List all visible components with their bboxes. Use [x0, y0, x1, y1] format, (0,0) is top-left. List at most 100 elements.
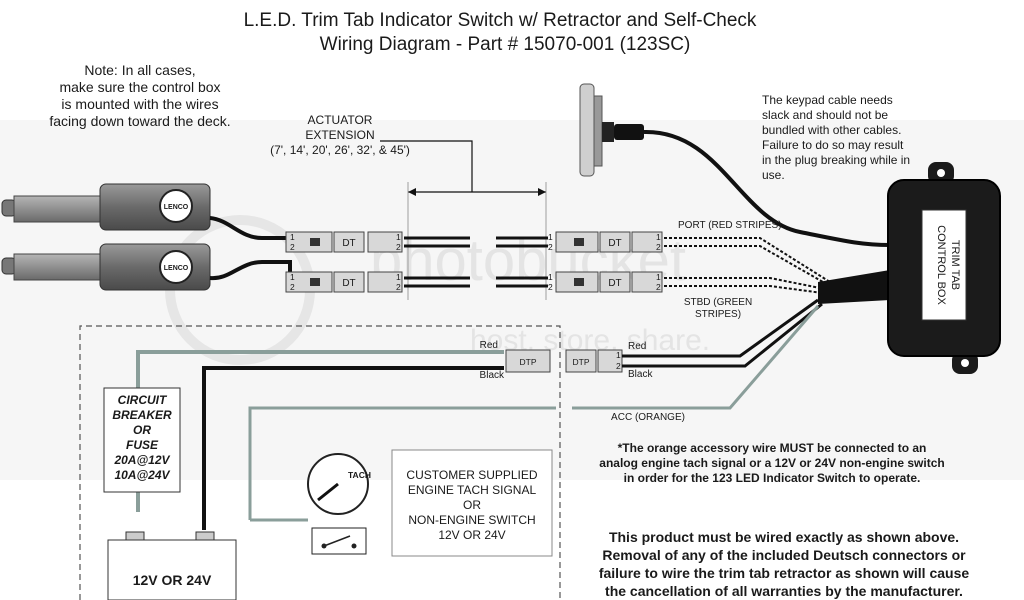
pin-2-label: 2	[656, 242, 661, 252]
actuator-extension-label: ACTUATOR EXTENSION (7', 14', 20', 26', 3…	[270, 113, 547, 300]
keypad-note-line-3: bundled with other cables.	[762, 123, 901, 137]
warranty-note: This product must be wired exactly as sh…	[599, 529, 970, 599]
customer-supplied-line-1: CUSTOMER SUPPLIED	[406, 468, 537, 482]
dt-connector-body	[333, 231, 365, 253]
dt-connector-receptacle	[367, 271, 403, 293]
pin-1-label: 1	[656, 232, 661, 242]
dt-connector-body	[333, 271, 365, 293]
pin-1-label: 1	[290, 232, 295, 242]
dtp-connector-plug	[505, 349, 551, 373]
dtp-label: DTP	[573, 357, 590, 367]
lenco-logo-text: LENCO	[164, 204, 189, 211]
mounting-note: Note: In all cases, make sure the contro…	[49, 62, 230, 129]
control-box-label-line-2: CONTROL BOX	[935, 225, 947, 305]
stbd-striped-wire	[664, 277, 831, 291]
stbd-label-line-1: STBD (GREEN	[684, 297, 752, 308]
pin-2-label: 2	[396, 242, 401, 252]
black-wire-label: Black	[628, 369, 653, 380]
dtp-connector-receptacle	[597, 349, 623, 373]
actuator-rod	[13, 195, 115, 223]
dt-label: DT	[608, 238, 621, 249]
control-box-label-plate	[921, 209, 967, 321]
acc-wire-box-side	[572, 305, 820, 410]
keypad-mount-plate	[579, 83, 595, 177]
dt-connector-plug	[285, 271, 333, 293]
extension-label-line-2: EXTENSION	[305, 128, 374, 142]
red-wire-label: Red	[480, 340, 498, 351]
warranty-note-line-4: the cancellation of all warranties by th…	[605, 583, 963, 599]
mount-hole-icon	[937, 169, 945, 177]
red-harness-wire	[622, 298, 819, 358]
black-harness-wire	[622, 302, 823, 368]
pin-2-label: 2	[396, 282, 401, 292]
dtp-label: DTP	[520, 357, 537, 367]
wire-loom	[818, 270, 890, 304]
dt-label: DT	[342, 238, 355, 249]
pin-2-label: 2	[290, 242, 295, 252]
connector-latch-icon	[310, 238, 320, 246]
orange-note-line-3: in order for the 123 LED Indicator Switc…	[624, 471, 921, 485]
pin-1-label: 1	[616, 350, 621, 360]
pin-1-label: 1	[656, 272, 661, 282]
actuator-stbd-cable	[209, 260, 292, 282]
customer-supplied-line-3: OR	[463, 498, 481, 512]
lenco-logo-icon	[159, 189, 193, 223]
extension-label-line-3: (7', 14', 20', 26', 32', & 45')	[270, 143, 410, 157]
title-line-1: L.E.D. Trim Tab Indicator Switch w/ Retr…	[244, 10, 757, 31]
pin-2-label: 2	[656, 282, 661, 292]
orange-wire-note: *The orange accessory wire MUST be conne…	[599, 441, 944, 485]
connector-latch-icon	[310, 278, 320, 286]
black-ground-wire	[202, 366, 504, 530]
breaker-line-3: OR	[133, 423, 151, 437]
extension-label-line-1: ACTUATOR	[308, 113, 373, 127]
actuator-port: LENCO	[1, 183, 290, 240]
dt-connector-body	[599, 231, 631, 253]
tach-needle-icon	[317, 482, 339, 502]
control-box-label-line-1: TRIM TAB	[949, 240, 961, 290]
dimension-arrow-left-icon	[408, 188, 416, 196]
battery-label: 12V OR 24V	[133, 572, 212, 588]
dt-connector-receptacle	[631, 271, 663, 293]
customer-supplied-frame	[391, 449, 553, 557]
red-wire-label: Red	[628, 341, 646, 352]
keypad-note: The keypad cable needs slack and should …	[762, 93, 910, 182]
mount-hole-icon	[961, 359, 969, 367]
dtp-connector-body	[565, 349, 597, 373]
pin-1-label: 1	[548, 232, 553, 242]
stbd-striped-wire	[664, 285, 831, 295]
breaker-line-2: BREAKER	[112, 408, 172, 422]
breaker-line-5: 20A@12V	[113, 453, 170, 467]
customer-supplied-line-4: NON-ENGINE SWITCH	[408, 513, 535, 527]
pin-2-label: 2	[548, 282, 553, 292]
circuit-breaker: CIRCUIT BREAKER OR FUSE 20A@12V 10A@24V	[103, 387, 181, 493]
stbd-harness: 1 2 DT 1 2 1 2 DT 1 2 STBD (GREEN STRIPE…	[285, 271, 831, 320]
trim-tab-control-box: TRIM TAB CONTROL BOX	[818, 162, 1001, 374]
actuator-body	[99, 243, 211, 291]
battery-box	[107, 539, 237, 600]
pin-2-label: 2	[290, 282, 295, 292]
connector-latch-icon	[574, 238, 584, 246]
dt-connector-receptacle	[367, 231, 403, 253]
port-striped-wire	[664, 237, 831, 283]
tach-label: TACH	[348, 470, 371, 480]
keypad-note-line-4: Failure to do so may result	[762, 138, 904, 152]
warranty-note-line-3: failure to wire the trim tab retractor a…	[599, 565, 970, 581]
dt-connector-plug	[285, 231, 333, 253]
keypad-cable	[643, 129, 891, 247]
customer-supplied-line-2: ENGINE TACH SIGNAL	[408, 483, 537, 497]
circuit-breaker-box	[103, 387, 181, 493]
keypad-note-line-5: in the plug breaking while in	[762, 153, 910, 167]
tach-and-switch: TACH	[250, 453, 371, 555]
breaker-line-1: CIRCUIT	[118, 393, 168, 407]
pin-2-label: 2	[548, 242, 553, 252]
pin-1-label: 1	[290, 272, 295, 282]
customer-supplied-box: CUSTOMER SUPPLIED ENGINE TACH SIGNAL OR …	[391, 449, 553, 557]
pin-2-label: 2	[616, 361, 621, 371]
dt-label: DT	[608, 278, 621, 289]
acc-wire: ACC (ORANGE)	[248, 305, 820, 520]
orange-note-line-2: analog engine tach signal or a 12V or 24…	[599, 456, 944, 470]
pin-1-label: 1	[396, 272, 401, 282]
keypad-flange	[593, 95, 603, 167]
stbd-label-line-2: STRIPES)	[695, 309, 741, 320]
